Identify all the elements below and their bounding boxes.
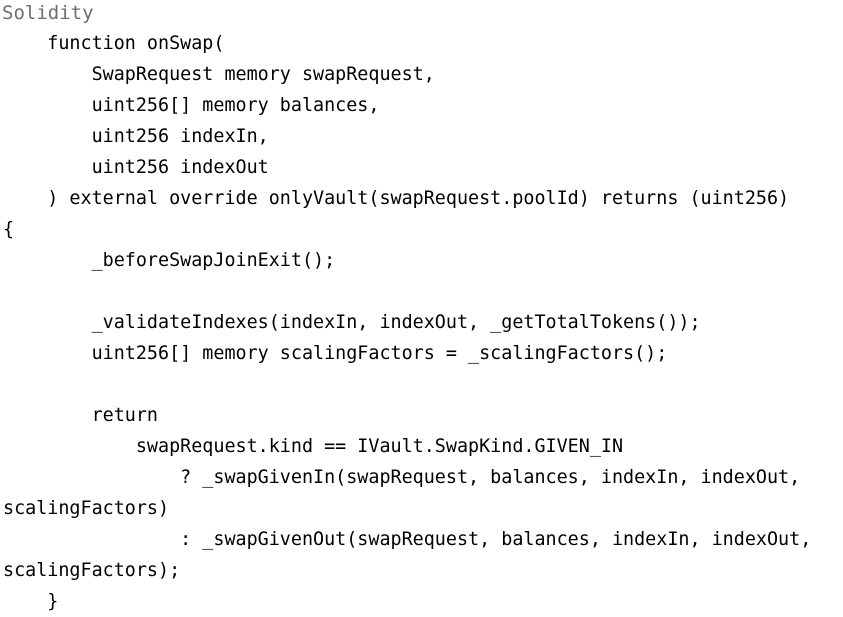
language-label: Solidity [2, 2, 94, 24]
code-line: { [3, 219, 15, 240]
code-line: function onSwap( [3, 33, 225, 54]
code-block: function onSwap( SwapRequest memory swap… [3, 28, 811, 617]
code-line: scalingFactors); [3, 560, 181, 581]
code-line: swapRequest.kind == IVault.SwapKind.GIVE… [3, 436, 624, 457]
code-line: uint256[] memory scalingFactors = _scali… [3, 343, 668, 364]
code-line: ? _swapGivenIn(swapRequest, balances, in… [3, 467, 801, 488]
code-line: _beforeSwapJoinExit(); [3, 250, 336, 271]
code-line [3, 276, 811, 307]
code-line: scalingFactors) [3, 498, 170, 519]
code-line [3, 369, 811, 400]
code-line: uint256 indexIn, [3, 126, 269, 147]
code-line: : _swapGivenOut(swapRequest, balances, i… [3, 529, 812, 550]
code-line: _validateIndexes(indexIn, indexOut, _get… [3, 312, 701, 333]
code-line: return [3, 405, 159, 426]
code-line: uint256[] memory balances, [3, 95, 380, 116]
code-line: } [3, 591, 59, 612]
code-line: SwapRequest memory swapRequest, [3, 64, 435, 85]
code-line: uint256 indexOut [3, 157, 269, 178]
code-line: ) external override onlyVault(swapReques… [3, 188, 790, 209]
